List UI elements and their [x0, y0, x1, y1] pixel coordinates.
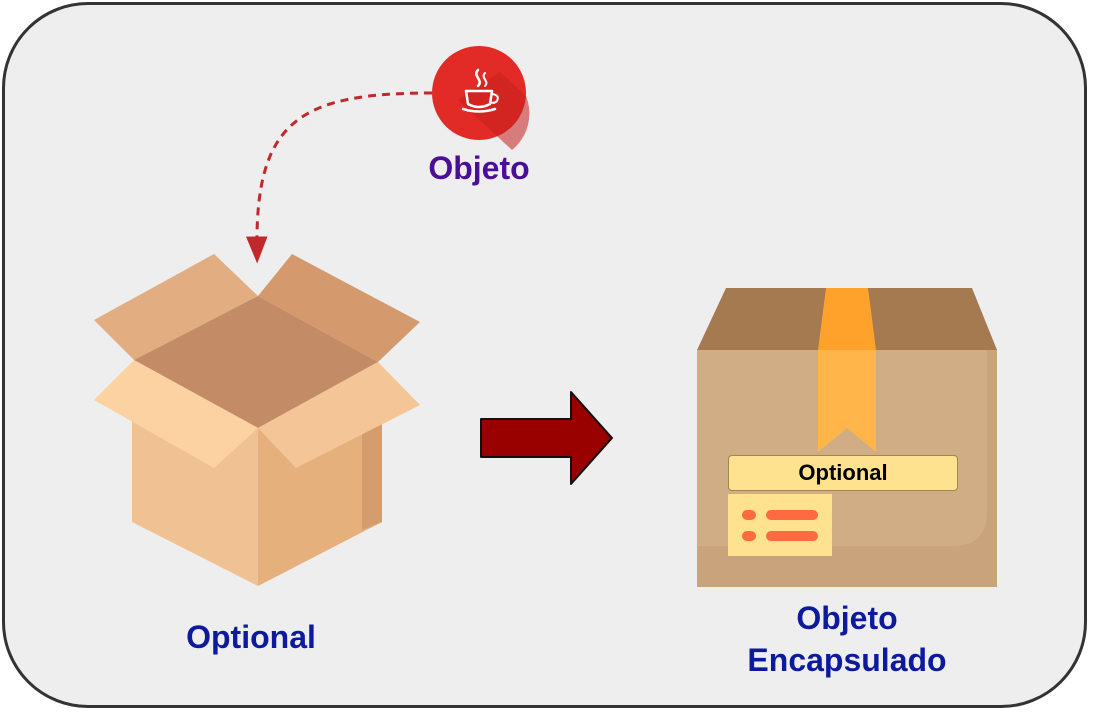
java-coffee-cup-icon — [432, 46, 530, 150]
wrapped-box-label-line2: Encapsulado — [747, 642, 947, 678]
object-label: Objeto — [428, 150, 530, 186]
wrapped-box-label: Objeto Encapsulado — [697, 597, 997, 681]
dashed-connector — [245, 91, 433, 264]
open-cardboard-box-icon — [94, 254, 420, 586]
right-arrow-icon — [480, 391, 613, 485]
wrapped-box-label-line1: Objeto — [796, 600, 898, 636]
package-tag: Optional — [728, 455, 958, 491]
sealed-package-icon — [697, 288, 997, 587]
empty-box-label: Optional — [186, 619, 316, 655]
